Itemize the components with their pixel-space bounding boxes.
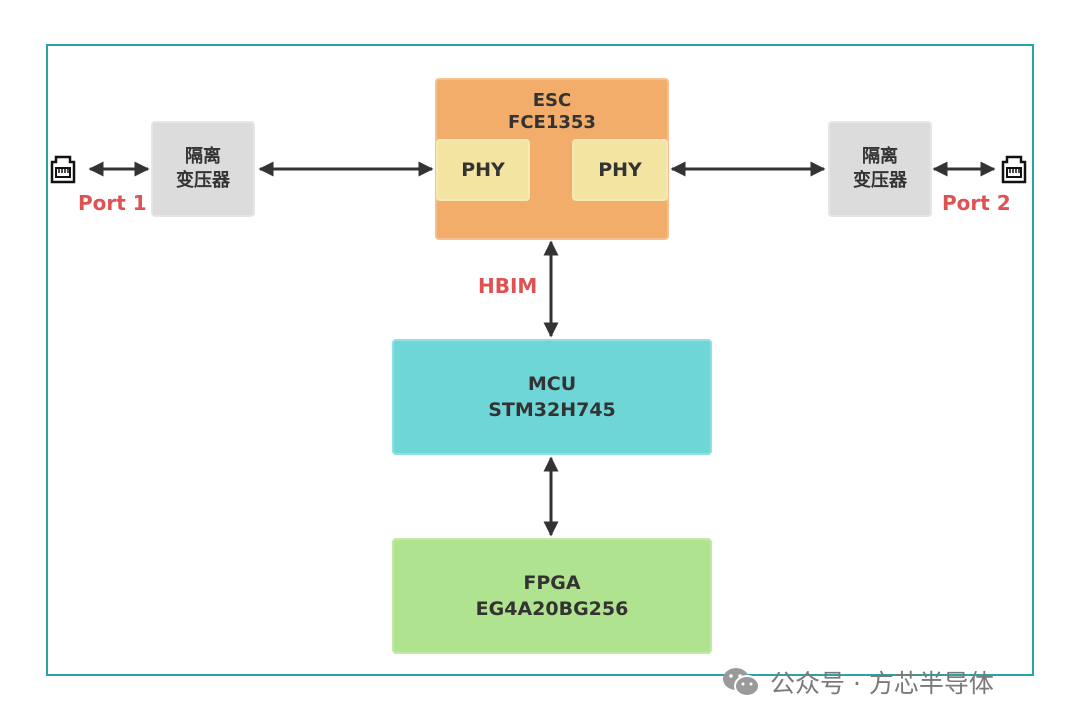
port1-label: Port 1 bbox=[78, 191, 147, 215]
port2-label: Port 2 bbox=[942, 191, 1011, 215]
esc-part: FCE1353 bbox=[508, 112, 596, 133]
watermark: 公众号 · 方芯半导体 bbox=[722, 664, 994, 700]
transformer-left-line1: 隔离 bbox=[185, 146, 221, 167]
mcu-part: STM32H745 bbox=[488, 399, 616, 421]
wechat-icon bbox=[723, 668, 760, 697]
transformer-left-line2: 变压器 bbox=[176, 170, 230, 191]
fpga-block: FPGA EG4A20BG256 bbox=[392, 538, 712, 654]
transformer-right-line2: 变压器 bbox=[853, 170, 907, 191]
fpga-title: FPGA bbox=[523, 572, 581, 594]
diagram-frame bbox=[46, 44, 1034, 676]
hbim-bus-label: HBIM bbox=[478, 274, 538, 298]
fpga-part: EG4A20BG256 bbox=[475, 598, 629, 620]
phy-left: PHY bbox=[436, 139, 530, 201]
esc-title: ESC bbox=[532, 90, 572, 111]
transformer-right: 隔离 变压器 bbox=[828, 121, 932, 217]
ethernet-port-icon bbox=[1001, 155, 1027, 184]
phy-left-label: PHY bbox=[461, 159, 505, 181]
mcu-title: MCU bbox=[527, 373, 577, 395]
ethernet-port-icon bbox=[50, 155, 76, 184]
phy-right-label: PHY bbox=[598, 159, 642, 181]
phy-right: PHY bbox=[572, 139, 668, 201]
transformer-right-line1: 隔离 bbox=[862, 146, 898, 167]
transformer-left: 隔离 变压器 bbox=[151, 121, 255, 217]
watermark-text: 公众号 · 方芯半导体 bbox=[770, 669, 994, 698]
mcu-block: MCU STM32H745 bbox=[392, 339, 712, 455]
